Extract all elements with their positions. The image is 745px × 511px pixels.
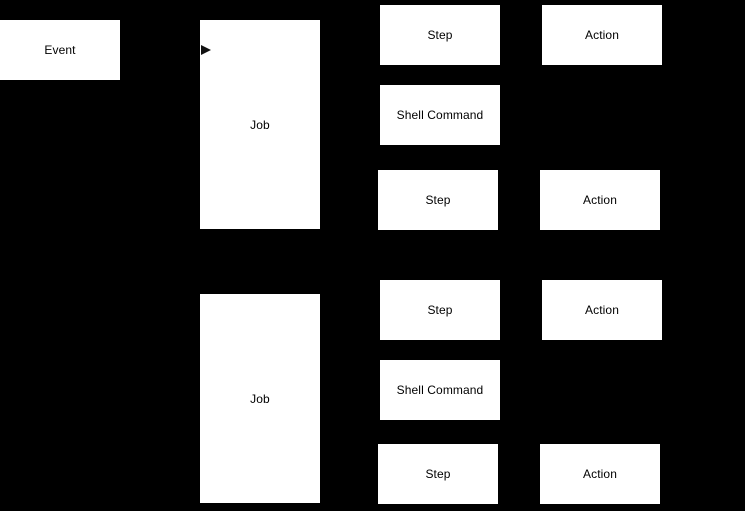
node-action-4[interactable]: Action xyxy=(540,444,660,504)
node-action-1-label: Action xyxy=(585,28,619,42)
node-shell-command-2-label: Shell Command xyxy=(396,383,484,397)
node-step-1[interactable]: Step xyxy=(380,5,500,65)
node-event[interactable]: Event xyxy=(0,20,120,80)
node-step-2-label: Step xyxy=(425,193,451,207)
node-action-2-label: Action xyxy=(583,193,617,207)
node-step-3[interactable]: Step xyxy=(380,280,500,340)
node-step-4[interactable]: Step xyxy=(378,444,498,504)
node-action-1[interactable]: Action xyxy=(542,5,662,65)
node-step-1-label: Step xyxy=(427,28,453,42)
node-step-4-label: Step xyxy=(425,467,451,481)
node-action-4-label: Action xyxy=(583,467,617,481)
node-job-1-label: Job xyxy=(250,117,270,132)
node-job-2[interactable]: Job xyxy=(200,294,320,503)
node-action-2[interactable]: Action xyxy=(540,170,660,230)
node-shell-command-2[interactable]: Shell Command xyxy=(380,360,500,420)
node-step-3-label: Step xyxy=(427,303,453,317)
node-action-3[interactable]: Action xyxy=(542,280,662,340)
node-shell-command-1-label: Shell Command xyxy=(396,108,484,122)
node-action-3-label: Action xyxy=(585,303,619,317)
node-event-label: Event xyxy=(44,43,76,57)
node-shell-command-1[interactable]: Shell Command xyxy=(380,85,500,145)
node-job-1[interactable]: Job xyxy=(200,20,320,229)
node-job-2-label: Job xyxy=(250,391,270,406)
node-step-2[interactable]: Step xyxy=(378,170,498,230)
arrow-event-to-job-icon xyxy=(201,45,211,55)
